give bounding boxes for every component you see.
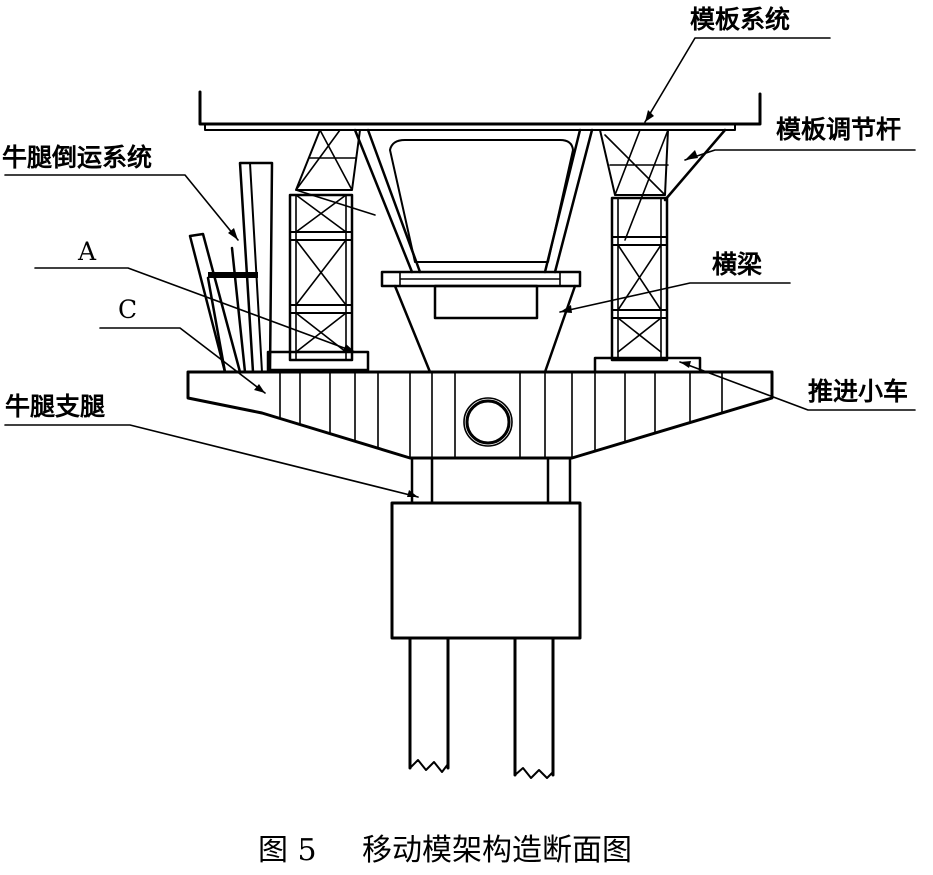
- left-form-bracket: [295, 129, 376, 216]
- trolley-pads: [266, 350, 702, 374]
- figure-number: 图 5: [258, 833, 317, 868]
- label-push-trolley: 推进小车: [808, 377, 908, 406]
- leader-lines: [4, 37, 916, 498]
- right-lattice-tower: [610, 196, 669, 362]
- label-bracket-leg: 牛腿支腿: [5, 392, 105, 421]
- crossbeam-assembly: [380, 270, 582, 374]
- label-point-c: C: [118, 295, 137, 324]
- figure-title: 移动模架构造断面图: [362, 833, 632, 868]
- pier-cap: [390, 501, 582, 640]
- right-form-bracket: [599, 128, 727, 241]
- box-form: [353, 128, 594, 274]
- label-crossbeam: 横梁: [712, 250, 762, 279]
- transfer-poles: [188, 161, 274, 374]
- label-point-a: A: [77, 237, 97, 266]
- label-bracket-transfer-system: 牛腿倒运系统: [2, 143, 152, 172]
- label-formwork-adjust-rod: 模板调节杆: [776, 115, 901, 144]
- piles: [408, 636, 555, 779]
- support-legs: [410, 456, 572, 505]
- arrowheads: [228, 110, 698, 497]
- main-bracket: [186, 370, 774, 460]
- left-lattice-tower: [288, 193, 354, 362]
- formwork-slab: [198, 90, 762, 131]
- label-formwork-system: 模板系统: [690, 5, 790, 34]
